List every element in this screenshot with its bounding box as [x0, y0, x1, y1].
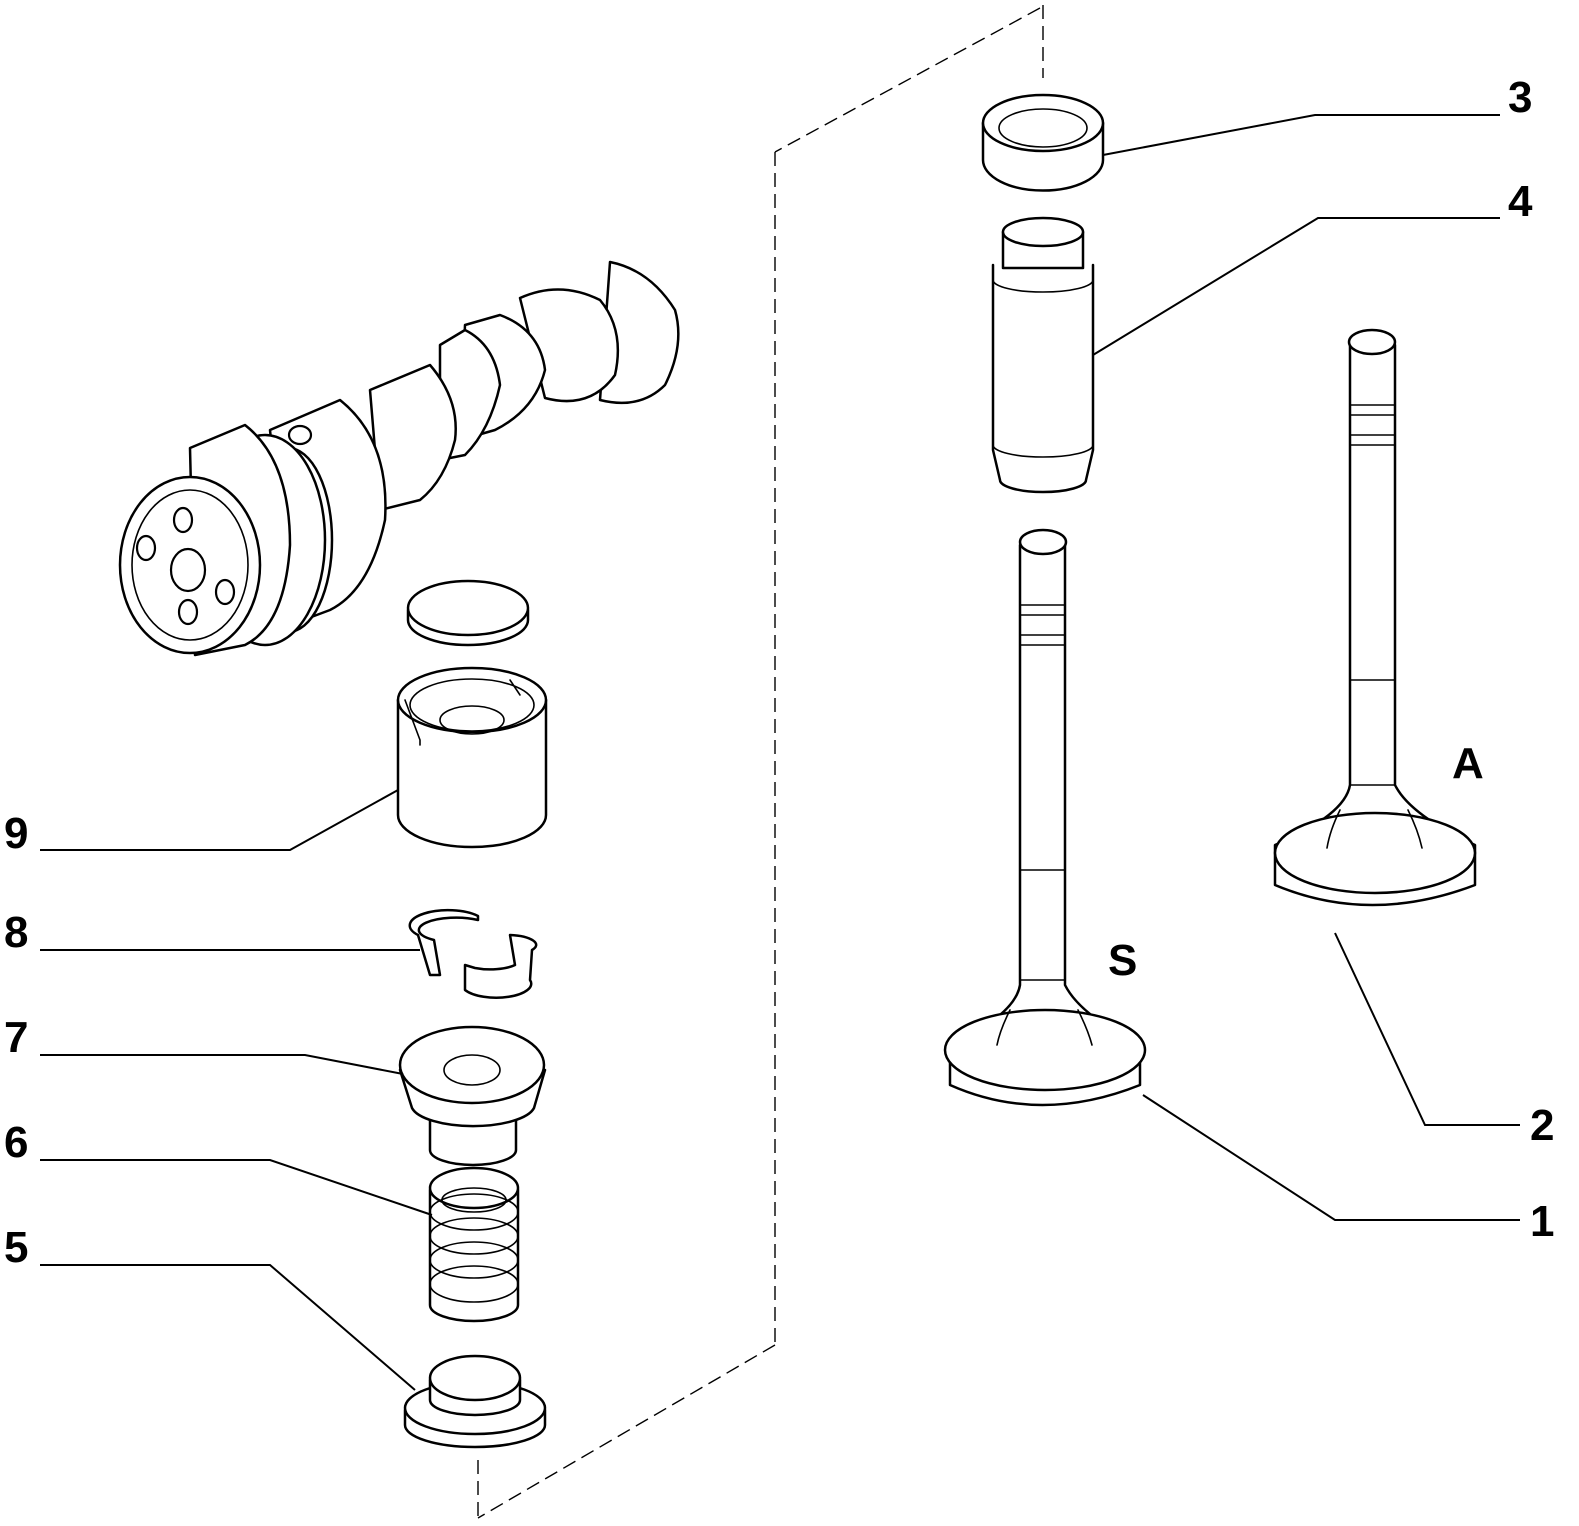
intake-valve-label: A — [1452, 739, 1484, 788]
leader-2 — [1334, 932, 1520, 1126]
exhaust-valve-label: S — [1108, 936, 1137, 985]
valve-guide — [991, 216, 1095, 494]
callout-1: 1 — [1530, 1197, 1554, 1246]
callout-5: 5 — [4, 1223, 28, 1272]
leader-4 — [1092, 217, 1500, 356]
assembly-axis-dashed — [477, 5, 1044, 1519]
spring-retainer — [398, 1025, 547, 1167]
exhaust-valve — [943, 528, 1147, 1107]
tappet-bucket — [396, 666, 548, 849]
callout-7: 7 — [4, 1013, 28, 1062]
valve-spring — [428, 1166, 520, 1323]
camshaft — [118, 260, 680, 657]
leader-5 — [40, 1264, 416, 1391]
callout-2: 2 — [1530, 1101, 1554, 1150]
leader-3 — [1102, 114, 1500, 156]
leader-lines — [40, 114, 1520, 1391]
callout-4: 4 — [1508, 177, 1533, 226]
leader-1 — [1142, 1094, 1520, 1221]
shim-disc — [406, 579, 530, 647]
callout-8: 8 — [4, 908, 28, 957]
intake-valve — [1273, 328, 1477, 907]
leader-6 — [40, 1159, 433, 1216]
leader-9 — [40, 789, 399, 851]
leader-7 — [40, 1054, 404, 1075]
valve-stem-seal — [981, 93, 1105, 192]
callout-6: 6 — [4, 1118, 28, 1167]
callout-3: 3 — [1508, 73, 1532, 122]
valve-collets — [408, 908, 538, 999]
spring-seat — [403, 1354, 547, 1449]
callout-9: 9 — [4, 809, 28, 858]
